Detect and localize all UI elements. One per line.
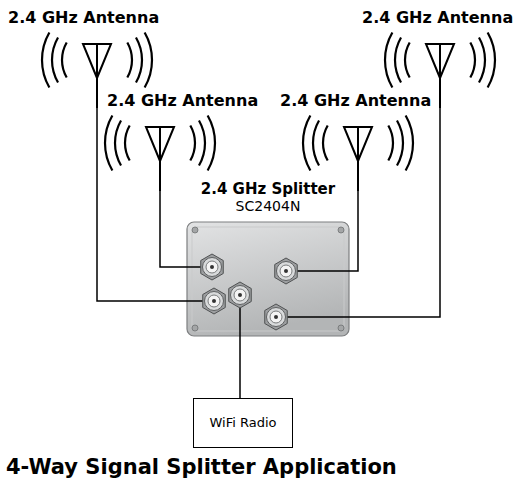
radio-box: WiFi Radio [193,398,293,448]
n-connector-body [231,286,250,305]
n-connector-insulator [208,295,220,307]
antenna-element [426,44,454,78]
title-area: 4-Way Signal Splitter Application [6,455,397,480]
n-connector-body [205,292,224,311]
antenna-node: 2.4 GHz Antenna [100,91,260,191]
n-connector-nut [203,288,226,314]
antenna-label: 2.4 GHz Antenna [280,91,431,110]
splitter-housing [186,221,350,337]
n-connector-nut [229,282,252,308]
radio-wave [127,43,132,78]
radio-wave [385,33,392,88]
radio-wave [388,126,393,161]
radio-wave [115,121,121,166]
n-connector-body [277,262,296,281]
radio-wave [406,116,413,171]
housing-lid-edge [192,227,344,331]
coax-cable [350,108,440,317]
housing-body [187,222,349,336]
radio-wave [479,38,485,83]
radio-wave [208,116,215,171]
n-connector-nut [201,254,224,280]
radio-wave [470,43,475,78]
radio-wave [52,38,58,83]
n-connector-nut [265,304,288,330]
radio-wave [105,116,112,171]
radio-wave [405,43,410,78]
n-connector-pin [274,315,278,319]
antenna-element [344,127,372,161]
radio-wave [136,38,142,83]
coax-cable [160,191,186,267]
radio-wave [397,121,403,166]
n-connector-pin [284,269,288,273]
antenna-symbol [298,113,418,191]
radio-wave [145,33,152,88]
radio-wave [488,33,495,88]
splitter-heading: 2.4 GHz Splitter [186,180,350,198]
n-connector-pin [212,299,216,303]
splitter-node: 2.4 GHz SplitterSC2404N [186,180,350,337]
coax-cable [239,337,241,398]
radio-wave [313,121,319,166]
coax-cable [97,108,186,301]
radio-wave [62,43,67,78]
n-connector-pin [210,265,214,269]
housing-screw [338,227,344,233]
antenna-label: 2.4 GHz Antenna [8,8,159,27]
n-connector-body [267,308,286,327]
radio-wave [190,126,195,161]
radio-wave [303,116,310,171]
radio-wave [395,38,401,83]
n-connector-pin [238,293,242,297]
antenna-node: 2.4 GHz Antenna [276,91,436,191]
antenna-label: 2.4 GHz Antenna [107,91,258,110]
n-connector-insulator [270,311,282,323]
n-connector-insulator [280,265,292,277]
coax-cable [350,191,358,271]
n-connector-insulator [234,289,246,301]
housing-screw [338,325,344,331]
n-connector-nut [275,258,298,284]
n-connector-insulator [206,261,218,273]
splitter-label-block: 2.4 GHz SplitterSC2404N [186,180,350,215]
antenna-symbol [100,113,220,191]
model-number: SC2404N [186,198,350,215]
antenna-label: 2.4 GHz Antenna [362,8,513,27]
radio-wave [42,33,49,88]
diagram-title: 4-Way Signal Splitter Application [6,455,397,480]
radio-wave [125,126,130,161]
radio-wave [323,126,328,161]
radio-label: WiFi Radio [210,415,277,431]
housing-screw [192,325,198,331]
housing-screw [192,227,198,233]
radio-wave [199,121,205,166]
n-connector-body [203,258,222,277]
antenna-element [83,44,111,78]
antenna-element [146,127,174,161]
